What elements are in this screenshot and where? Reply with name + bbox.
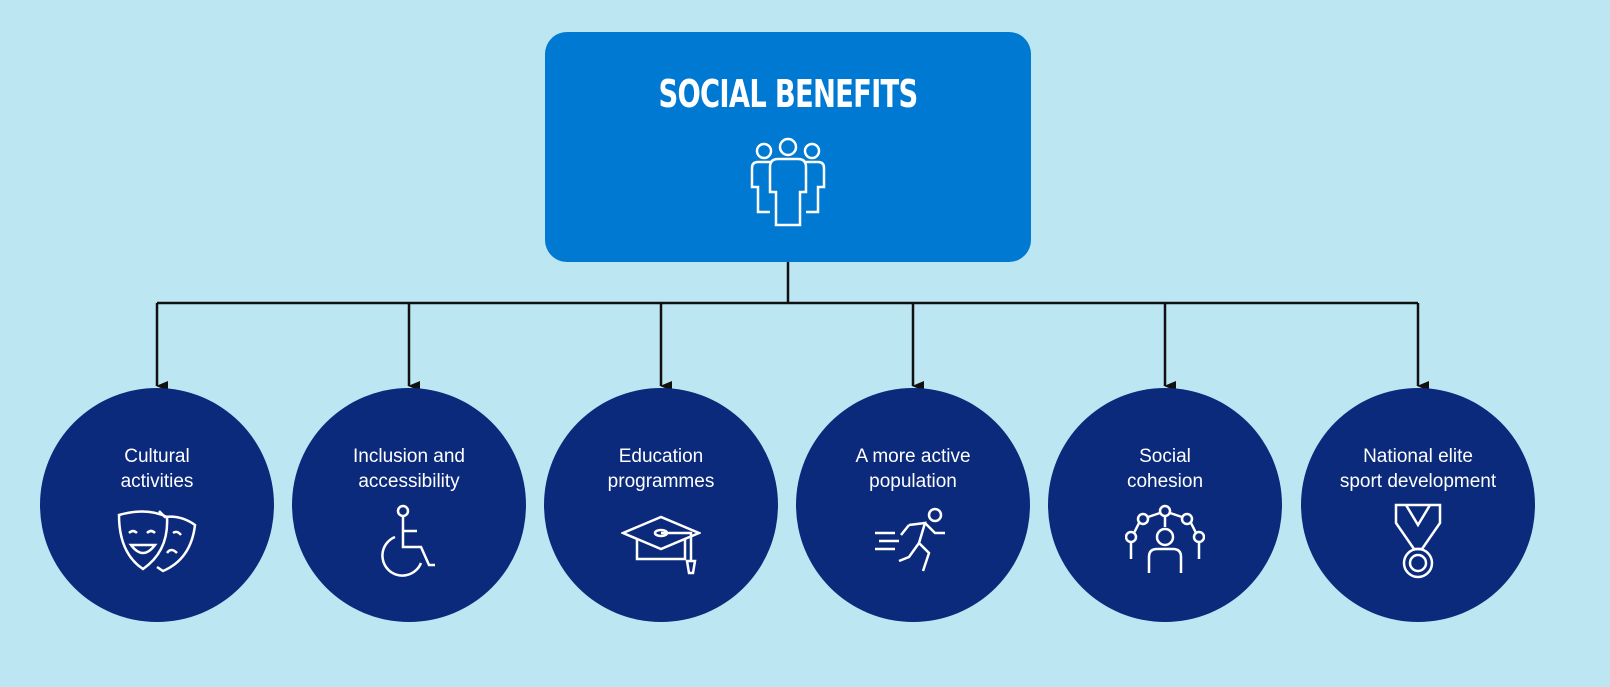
- wheelchair-icon: [381, 504, 435, 577]
- page-title: SOCIAL BENEFITS: [658, 72, 919, 116]
- running-person-icon: [875, 507, 945, 572]
- people-group-icon: [750, 137, 826, 227]
- network-person-icon: [1125, 504, 1205, 573]
- social-benefits-box: SOCIAL BENEFITS: [545, 32, 1031, 262]
- theatre-masks-icon: [117, 510, 197, 573]
- graduation-cap-icon: [621, 515, 701, 575]
- medal-icon: [1394, 503, 1442, 579]
